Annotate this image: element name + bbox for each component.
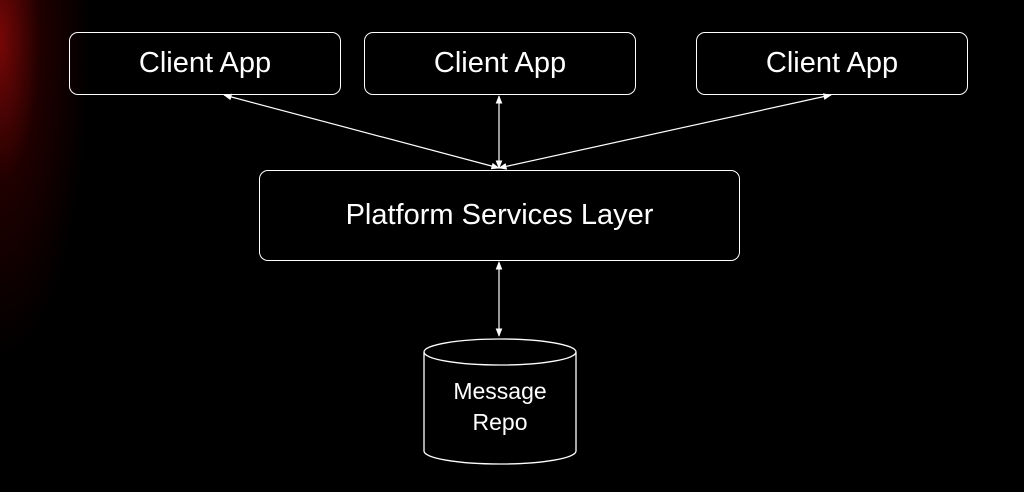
connector-client-1 — [223, 93, 500, 170]
client-app-box-2: Client App — [364, 32, 636, 95]
platform-services-label: Platform Services Layer — [345, 199, 654, 231]
client-app-box-1: Client App — [69, 32, 341, 95]
connector-client-3 — [498, 93, 832, 170]
client-app-box-3: Client App — [696, 32, 968, 95]
client-app-label: Client App — [138, 47, 272, 79]
repo-label-line-2: Repo — [472, 409, 528, 435]
client-app-label: Client App — [765, 47, 899, 79]
platform-services-box: Platform Services Layer — [259, 170, 740, 261]
repo-label-line-1: Message — [453, 378, 547, 404]
client-app-label: Client App — [433, 47, 567, 79]
message-repo-label: Message Repo — [424, 376, 576, 438]
